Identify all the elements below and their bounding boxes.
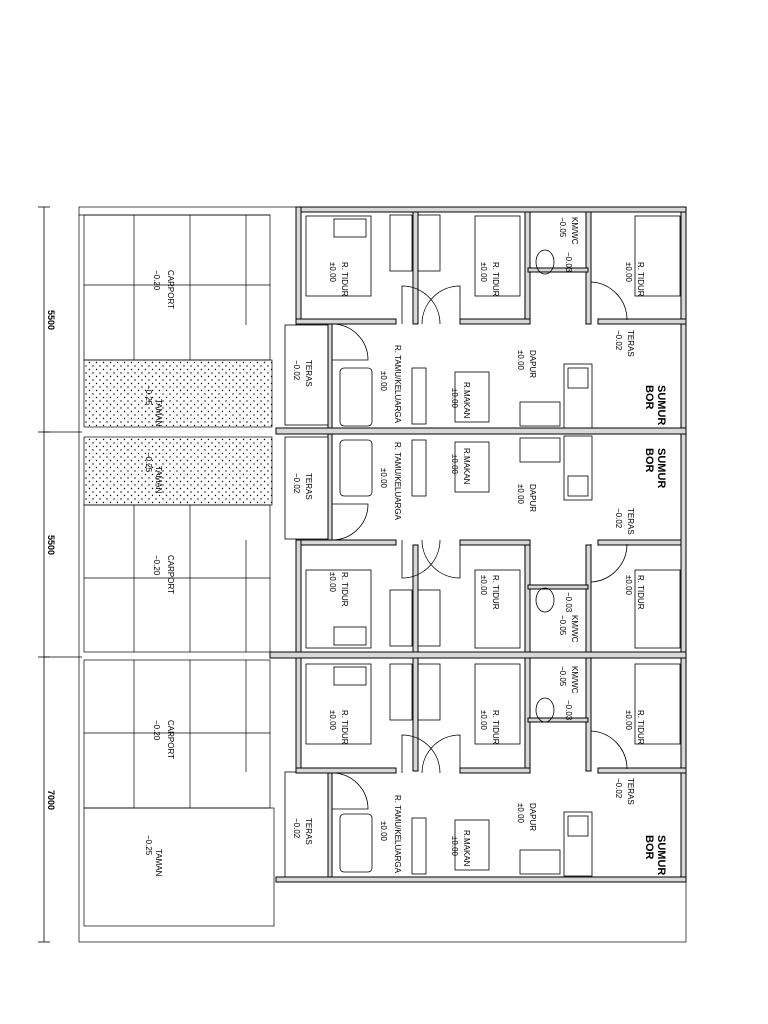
tidur-level: ±0.00 bbox=[624, 262, 633, 283]
dapur-label: DAPUR bbox=[528, 350, 537, 378]
tamu-label: R. TAMU/KELUARGA bbox=[393, 442, 402, 521]
tidur-level: ±0.00 bbox=[479, 262, 488, 283]
sumur-label: SUMUR bbox=[655, 385, 667, 425]
taman-label: TAMAN bbox=[154, 849, 163, 877]
carport-level: −0.20 bbox=[152, 720, 161, 741]
tidur-label: R. TIDUR bbox=[340, 262, 349, 297]
tidur-label: R. TIDUR bbox=[636, 710, 645, 745]
sumur-label: SUMUR bbox=[655, 835, 667, 875]
unit-3 bbox=[83, 657, 687, 927]
tidur-level: ±0.00 bbox=[328, 262, 337, 283]
taman-level: −0.25 bbox=[144, 385, 153, 406]
dimension-label-1: 5500 bbox=[46, 310, 56, 330]
taman-level: −0.25 bbox=[144, 835, 153, 856]
tidur-level: ±0.00 bbox=[479, 575, 488, 596]
makan-label: R.MAKAN bbox=[462, 830, 471, 867]
kmwc-label: KM/WC bbox=[570, 615, 579, 643]
tidur-level: ±0.00 bbox=[479, 710, 488, 731]
kmwc-level: −0.05 bbox=[558, 666, 567, 687]
teras-level: −0.02 bbox=[614, 508, 623, 529]
taman-level: −0.25 bbox=[144, 452, 153, 473]
shower-level: −0.03 bbox=[564, 592, 573, 613]
teras-label: TERAS bbox=[626, 508, 635, 535]
unit-1-labels: CARPORT−0.20 TAMAN−0.25 TERAS−0.02 R. TA… bbox=[144, 217, 667, 427]
bor-label: BOR bbox=[643, 448, 655, 473]
tamu-label: R. TAMU/KELUARGA bbox=[393, 795, 402, 874]
tidur-level: ±0.00 bbox=[624, 710, 633, 731]
makan-label: R.MAKAN bbox=[462, 382, 471, 419]
teras-level: −0.02 bbox=[614, 778, 623, 799]
makan-level: ±0.00 bbox=[450, 836, 459, 857]
carport-label: CARPORT bbox=[166, 270, 175, 309]
tamu-label: R. TAMU/KELUARGA bbox=[393, 345, 402, 424]
bor-label: BOR bbox=[643, 835, 655, 860]
makan-level: ±0.00 bbox=[450, 454, 459, 475]
makan-label: R.MAKAN bbox=[462, 448, 471, 485]
tamu-level: ±0.00 bbox=[379, 371, 388, 392]
tidur-label: R. TIDUR bbox=[491, 575, 500, 610]
teras-level: −0.02 bbox=[292, 360, 301, 381]
taman-label: TAMAN bbox=[154, 466, 163, 494]
tidur-label: R. TIDUR bbox=[491, 262, 500, 297]
unit-2-labels: TAMAN−0.25 CARPORT−0.20 TERAS−0.02 R. TA… bbox=[144, 442, 667, 643]
dapur-level: ±0.00 bbox=[516, 350, 525, 371]
kmwc-level: −0.05 bbox=[558, 615, 567, 636]
dimension-label-3: 7000 bbox=[46, 790, 56, 810]
tidur-label: R. TIDUR bbox=[340, 572, 349, 607]
bor-label: BOR bbox=[643, 385, 655, 410]
carport-label: CARPORT bbox=[166, 555, 175, 594]
sumur-label: SUMUR bbox=[655, 448, 667, 488]
carport-label: CARPORT bbox=[166, 720, 175, 759]
tidur-level: ±0.00 bbox=[624, 575, 633, 596]
carport-level: −0.20 bbox=[152, 555, 161, 576]
kmwc-label: KM/WC bbox=[570, 217, 579, 245]
unit-1 bbox=[83, 206, 687, 435]
carport-level: −0.20 bbox=[152, 270, 161, 291]
shower-level: −0.03 bbox=[564, 700, 573, 721]
tamu-level: ±0.00 bbox=[379, 468, 388, 489]
kmwc-label: KM/WC bbox=[570, 666, 579, 694]
taman-label: TAMAN bbox=[154, 399, 163, 427]
dapur-level: ±0.00 bbox=[516, 803, 525, 824]
dimension-label-2: 5500 bbox=[46, 535, 56, 555]
unit-3-labels: CARPORT−0.20 TAMAN−0.25 TERAS−0.02 R. TA… bbox=[144, 666, 667, 877]
tidur-level: ±0.00 bbox=[328, 710, 337, 731]
taman-dotted-area bbox=[83, 436, 273, 506]
tidur-label: R. TIDUR bbox=[340, 710, 349, 745]
dapur-level: ±0.00 bbox=[516, 484, 525, 505]
makan-level: ±0.00 bbox=[450, 388, 459, 409]
dimension-line bbox=[38, 206, 82, 943]
tidur-label: R. TIDUR bbox=[636, 262, 645, 297]
taman-dotted-area bbox=[83, 359, 273, 428]
tidur-label: R. TIDUR bbox=[491, 710, 500, 745]
dapur-label: DAPUR bbox=[528, 803, 537, 831]
kmwc-level: −0.05 bbox=[558, 217, 567, 238]
shower-level: −0.03 bbox=[564, 252, 573, 273]
teras-level: −0.02 bbox=[292, 818, 301, 839]
tamu-level: ±0.00 bbox=[379, 821, 388, 842]
tidur-label: R. TIDUR bbox=[636, 575, 645, 610]
teras-label: TERAS bbox=[626, 330, 635, 357]
unit-2 bbox=[83, 433, 687, 659]
teras-level: −0.02 bbox=[614, 330, 623, 351]
teras-label: TERAS bbox=[626, 778, 635, 805]
teras-level: −0.02 bbox=[292, 473, 301, 494]
teras-label: TERAS bbox=[304, 360, 313, 387]
dapur-label: DAPUR bbox=[528, 484, 537, 512]
teras-label: TERAS bbox=[304, 818, 313, 845]
tidur-level: ±0.00 bbox=[328, 572, 337, 593]
teras-label: TERAS bbox=[304, 473, 313, 500]
